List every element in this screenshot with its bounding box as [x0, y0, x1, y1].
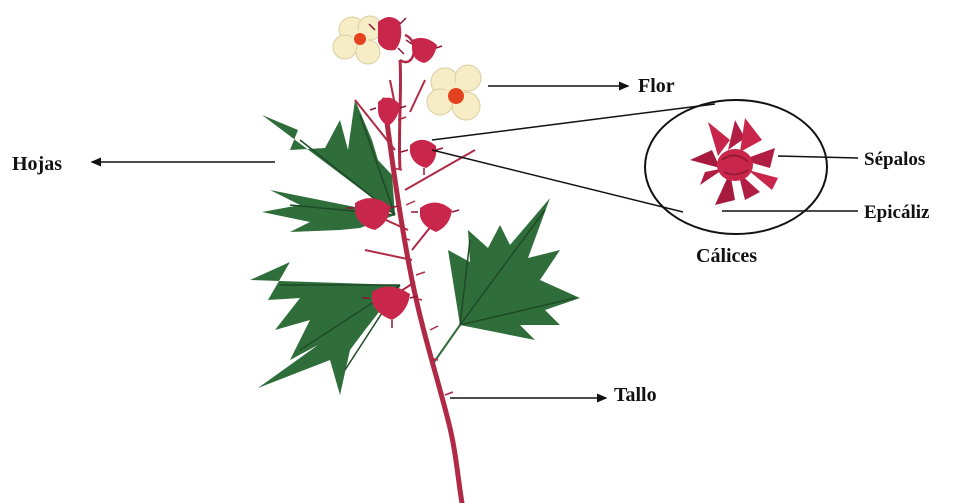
label-tallo: Tallo: [614, 385, 657, 405]
sepalos-line: [778, 156, 858, 158]
flower-right: [427, 65, 481, 120]
leaf-lower-left: [250, 262, 400, 395]
flower-top: [333, 16, 382, 64]
label-calices: Cálices: [696, 246, 757, 266]
label-flor: Flor: [638, 76, 675, 96]
magnified-calyx: [690, 118, 778, 205]
leaf-right: [432, 198, 580, 365]
label-epicaliz: Epicáliz: [864, 203, 929, 222]
label-sepalos: Sépalos: [864, 150, 925, 169]
label-hojas: Hojas: [12, 154, 62, 174]
